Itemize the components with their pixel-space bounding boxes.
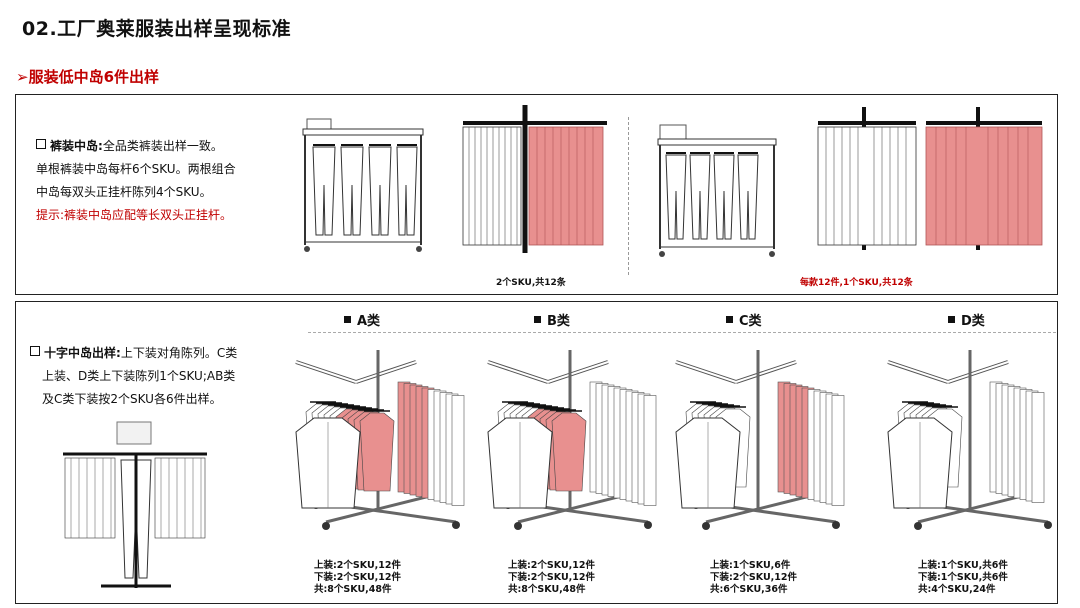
pants-tip: 提示:裤装中岛应配等长双头正挂杆。 bbox=[36, 208, 233, 222]
pants-rack-illustration-2 bbox=[657, 124, 777, 257]
category-d-label: D类 bbox=[948, 310, 985, 329]
cross-island-panel: A类 B类 C类 D类 十字中岛出样:上下装对角陈列。C类 上装、D类上下装陈列… bbox=[15, 301, 1058, 604]
pants-hanging-illustration-2 bbox=[817, 107, 1043, 250]
cross-line-1: 上下装对角陈列。C类 bbox=[120, 346, 238, 360]
category-c-label: C类 bbox=[726, 310, 762, 329]
category-c-stats: 上装:1个SKU,6件下装:2个SKU,12件共:6个SKU,36件 bbox=[710, 560, 797, 595]
category-a-label: A类 bbox=[344, 310, 380, 329]
pants-hanging-illustration-1 bbox=[462, 105, 607, 253]
category-d-stats: 上装:1个SKU,共6件下装:1个SKU,共6件共:4个SKU,24件 bbox=[918, 560, 1008, 595]
pants-description: 裤装中岛:全品类裤装出样一致。 单根裤装中岛每杆6个SKU。两根组合 中岛每双头… bbox=[36, 135, 286, 227]
cross-line-2: 上装、D类上下装陈列1个SKU;AB类 bbox=[42, 369, 236, 383]
cross-line-3: 及C类下装按2个SKU各6件出样。 bbox=[42, 392, 222, 406]
checkbox-icon bbox=[30, 346, 40, 356]
section-subtitle: ➢服装低中岛6件出样 bbox=[16, 68, 160, 86]
pants-caption-right: 每款12件,1个SKU,共12条 bbox=[800, 278, 913, 288]
pants-line-3: 中岛每双头正挂杆陈列4个SKU。 bbox=[36, 185, 212, 199]
page-title: 02.工厂奥莱服装出样呈现标准 bbox=[22, 18, 292, 40]
category-a-stats: 上装:2个SKU,12件下装:2个SKU,12件共:8个SKU,48件 bbox=[314, 560, 401, 595]
pants-line-1: 全品类裤装出样一致。 bbox=[102, 139, 223, 153]
pants-island-panel: 裤装中岛:全品类裤装出样一致。 单根裤装中岛每杆6个SKU。两根组合 中岛每双头… bbox=[15, 94, 1058, 295]
checkbox-icon bbox=[36, 139, 46, 149]
category-d-rack-illustration bbox=[887, 350, 1052, 530]
category-a-rack-illustration bbox=[295, 350, 465, 530]
category-divider bbox=[308, 332, 1056, 333]
pants-caption-left: 2个SKU,共12条 bbox=[496, 278, 566, 288]
cross-description: 十字中岛出样:上下装对角陈列。C类 上装、D类上下装陈列1个SKU;AB类 及C… bbox=[30, 342, 290, 411]
pants-line-2: 单根裤装中岛每杆6个SKU。两根组合 bbox=[36, 162, 236, 176]
cross-heading: 十字中岛出样: bbox=[44, 346, 121, 360]
divider bbox=[628, 117, 629, 275]
category-c-rack-illustration bbox=[675, 350, 845, 530]
pants-heading: 裤装中岛: bbox=[50, 139, 103, 153]
pants-rack-illustration-1 bbox=[302, 118, 424, 252]
category-b-label: B类 bbox=[534, 310, 570, 329]
cross-island-front-illustration bbox=[63, 421, 207, 588]
category-b-stats: 上装:2个SKU,12件下装:2个SKU,12件共:8个SKU,48件 bbox=[508, 560, 595, 595]
category-b-rack-illustration bbox=[487, 350, 657, 530]
